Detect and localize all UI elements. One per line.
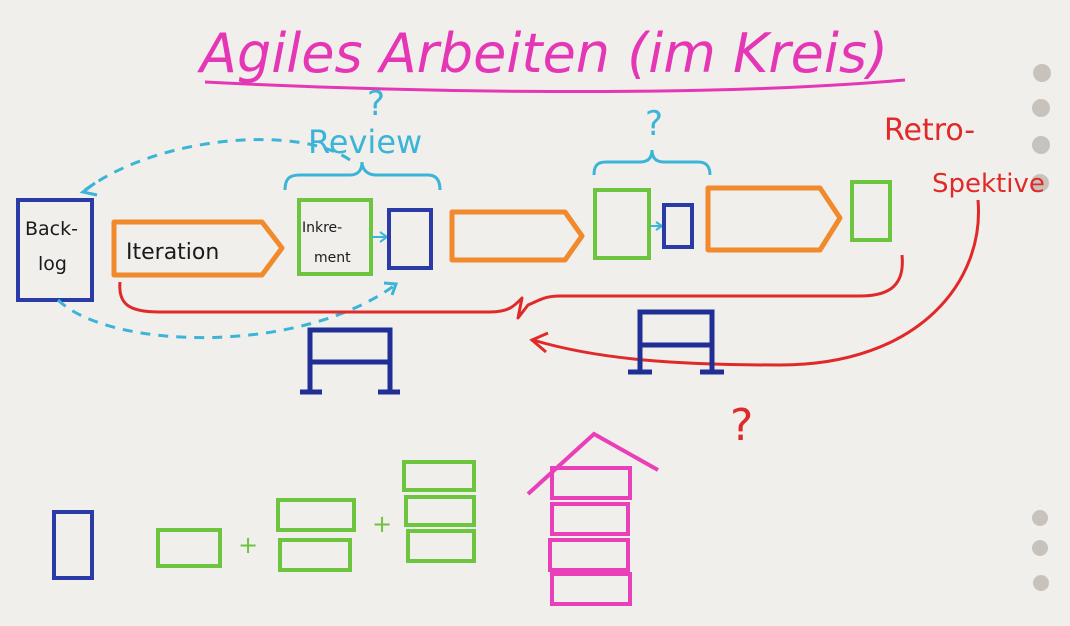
- punch-holes: [1031, 64, 1051, 591]
- punch-hole: [1033, 575, 1049, 591]
- arrow-small-2: [650, 221, 664, 231]
- dashed-arc-top-arrowhead: [79, 181, 98, 197]
- increment-label-line1: Inkre-: [302, 220, 342, 236]
- dashed-arc-top: [84, 138, 351, 192]
- plus-sign-2: +: [372, 510, 392, 538]
- increment-label-line2: ment: [314, 250, 351, 266]
- punch-hole: [1033, 64, 1051, 82]
- gate-glyph-1: [300, 327, 400, 395]
- review-label: Review: [308, 123, 422, 161]
- retro-label-line1: Retro-: [884, 113, 975, 148]
- backlog-label-line1: Back-: [25, 218, 78, 240]
- dashed-arc-bottom-arrowhead: [383, 281, 399, 296]
- punch-hole: [1032, 540, 1048, 556]
- increment-box-2: [593, 188, 651, 260]
- backlog-box: [16, 198, 94, 302]
- iteration-label: Iteration: [126, 240, 219, 265]
- blue-box-1: [387, 208, 433, 270]
- iteration-arrow: [111, 219, 285, 278]
- gate-glyph-2: [628, 309, 724, 375]
- green-block-single: [156, 528, 222, 568]
- blue-box-2: [662, 203, 694, 249]
- retro-label-line2: Spektive: [932, 169, 1045, 199]
- retro-return-arrowhead: [529, 331, 549, 354]
- increment-box-3: [850, 180, 892, 242]
- pink-house: [526, 431, 659, 606]
- single-blue-box: [52, 510, 94, 580]
- review-brace: [283, 161, 442, 191]
- backlog-label-line2: log: [38, 253, 67, 275]
- retro-question-mark: ?: [730, 400, 753, 451]
- punch-hole: [1032, 99, 1050, 117]
- retro-return-arrow: [532, 199, 981, 367]
- brace-2: [592, 149, 712, 176]
- iteration-arrow-2: [449, 209, 585, 263]
- red-underbrace: [118, 254, 904, 320]
- green-stack-3: [402, 460, 476, 563]
- title: Agiles Arbeiten (im Kreis): [197, 22, 888, 85]
- punch-hole: [1032, 136, 1050, 154]
- review-question-mark: ?: [367, 84, 385, 124]
- green-stack-2: [276, 498, 356, 572]
- punch-hole: [1031, 174, 1049, 192]
- increment-box: [297, 198, 373, 276]
- iteration-arrow-3: [705, 185, 843, 253]
- arrow-small: [372, 231, 389, 243]
- title-underline: [204, 78, 906, 94]
- question-mark-2: ?: [645, 104, 663, 144]
- plus-sign-1: +: [238, 531, 258, 559]
- punch-hole: [1032, 510, 1048, 526]
